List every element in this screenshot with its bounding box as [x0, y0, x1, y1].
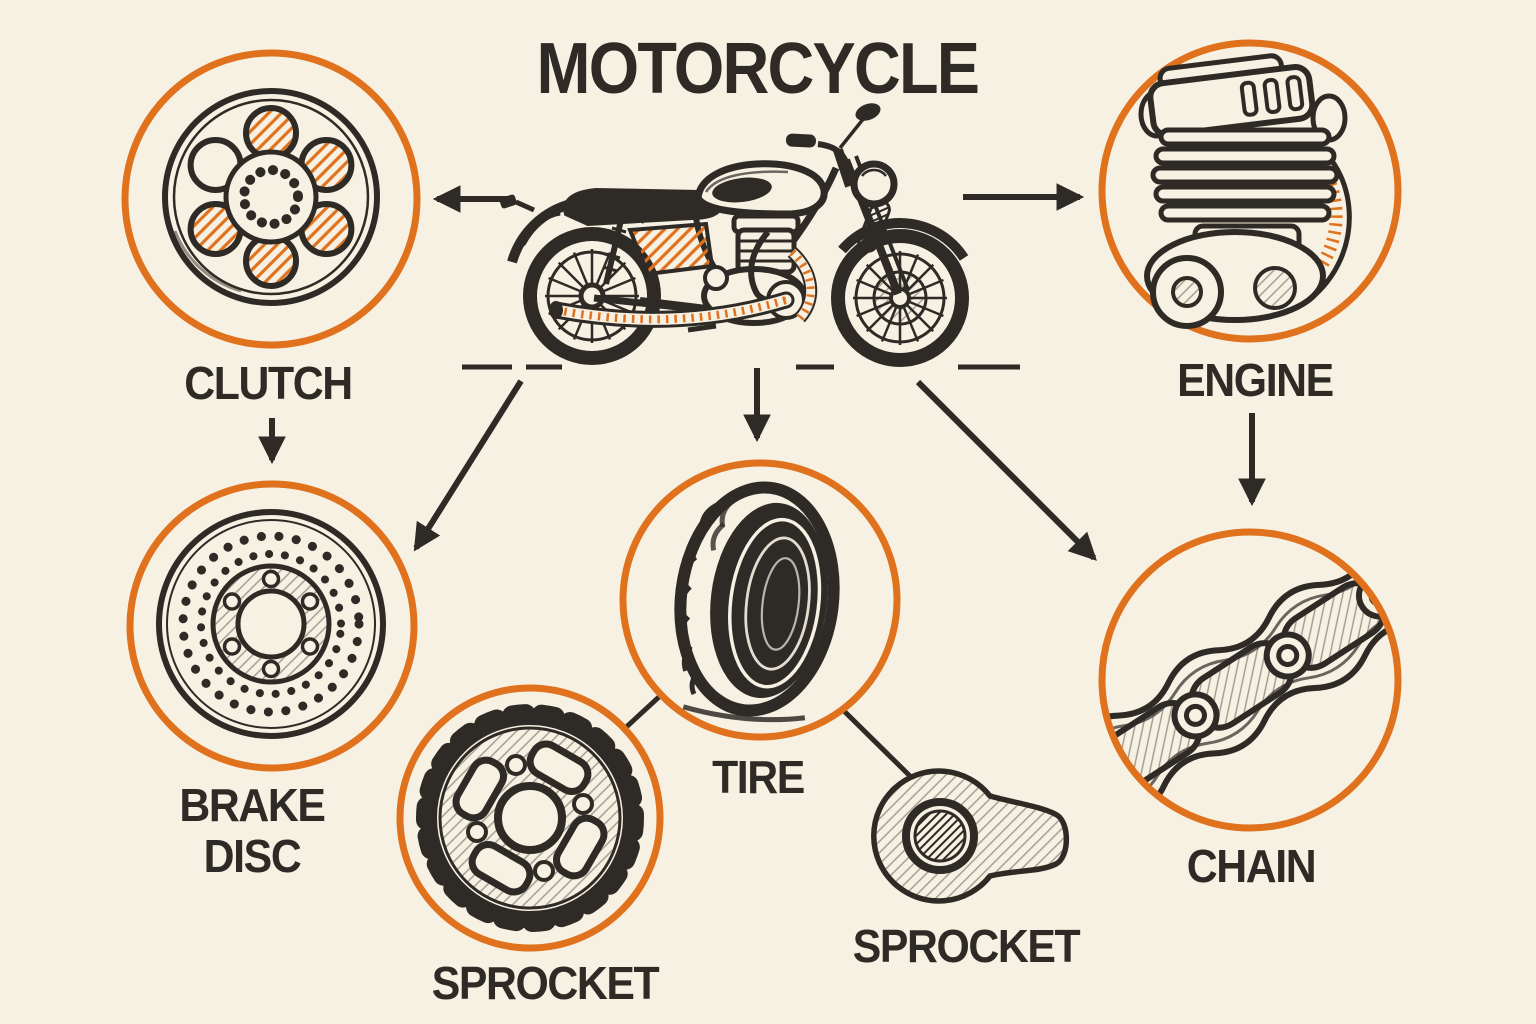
brake-disc-label-line1: BRAKE	[179, 779, 326, 831]
sprocket-right-label: SPROCKET	[852, 920, 1081, 972]
sprocket-left-circle	[396, 684, 664, 952]
brake-disc-circle	[126, 480, 418, 772]
sprocket-left-illustration	[416, 704, 644, 932]
clutch-illustration	[162, 88, 380, 306]
chain-illustration	[1100, 550, 1400, 822]
connector-arrows	[258, 183, 1266, 779]
arrow-motorcycle-to-chain	[915, 379, 1097, 561]
motorcycle-illustration	[462, 103, 1020, 370]
line-tire-to-sprocket-right	[841, 708, 913, 779]
handlebar	[785, 103, 881, 169]
brake-disc-label: BRAKE DISC	[179, 779, 326, 882]
clutch-label: CLUTCH	[184, 357, 353, 409]
arrow-motorcycle-to-brake-disc	[413, 379, 524, 552]
front-fender	[838, 218, 969, 261]
page-title: MOTORCYCLE	[512, 28, 980, 110]
brake-disc-label-line2: DISC	[203, 830, 302, 882]
front-wheel	[831, 229, 969, 367]
sprocket-left-label: SPROCKET	[431, 957, 660, 1009]
rear-wheel	[523, 227, 661, 365]
sprocket-right-illustration	[871, 768, 1070, 904]
headlight	[850, 160, 898, 208]
clutch-circle	[121, 49, 421, 349]
line-tire-to-sprocket-left	[620, 694, 662, 733]
page-title-text: MOTORCYCLE	[536, 29, 980, 109]
chain-circle	[1098, 528, 1402, 832]
tire-circle	[619, 459, 901, 741]
engine-illustration	[1138, 53, 1352, 329]
engine-label: ENGINE	[1177, 354, 1334, 406]
tread-marks	[677, 497, 737, 696]
tire-illustration	[674, 481, 840, 723]
tail-light	[499, 194, 536, 213]
exhaust-pipe	[549, 230, 818, 328]
rear-shock	[602, 215, 627, 285]
engine-circle	[1098, 39, 1402, 343]
chain-label: CHAIN	[1186, 840, 1317, 892]
tire-label: TIRE	[712, 751, 805, 803]
fuel-tank	[694, 160, 828, 218]
brake-disc-illustration	[156, 509, 386, 739]
